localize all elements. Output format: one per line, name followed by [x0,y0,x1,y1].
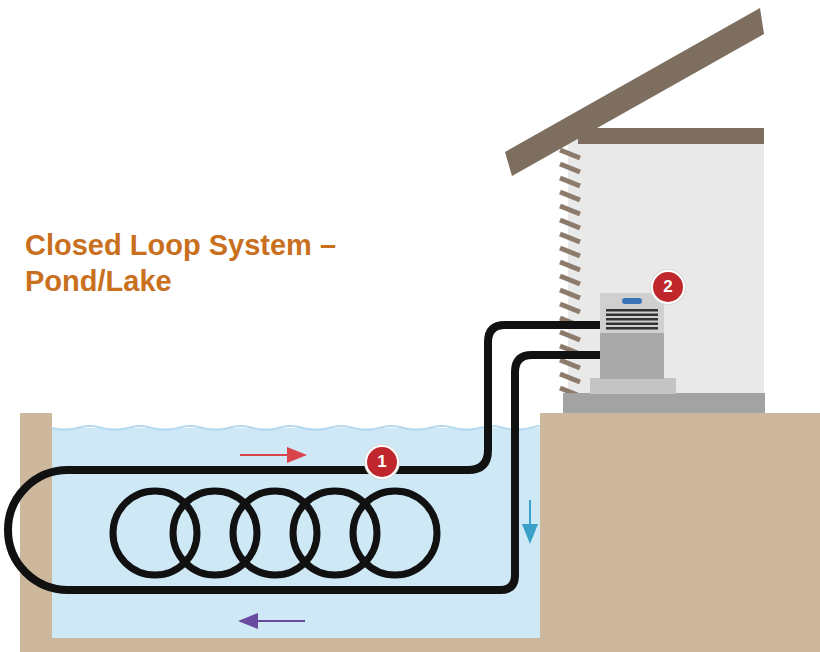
siding-board [560,178,580,186]
vent-slat [606,327,658,330]
pond-bank [20,413,52,652]
roof [505,8,764,176]
flow-arrow [529,500,531,542]
diagram-title: Closed Loop System – Pond/Lake [25,227,395,299]
heat-pump-badge [622,298,642,304]
siding-board [560,262,580,270]
pipe-coils [113,491,437,575]
siding-board [560,276,580,284]
heat-pump-panel [600,293,664,333]
callout-number: 1 [365,445,399,479]
siding-board [560,360,580,368]
vent-slat [606,309,658,312]
pond-bottom [20,638,560,652]
house-siding [560,150,580,396]
siding-board [560,248,580,256]
siding-board [560,304,580,312]
foundation-slab [563,393,765,415]
siding-board [560,192,580,200]
siding-board [560,290,580,298]
siding-board [560,220,580,228]
siding-board [560,206,580,214]
loop-pipe [8,325,600,590]
heat-pump-vents [606,309,658,330]
siding-board [560,164,580,172]
callout-number: 2 [651,270,685,304]
siding-board [560,332,580,340]
flow-arrow [240,620,305,622]
ground [540,413,820,652]
vent-slat [606,318,658,321]
vent-slat [606,323,658,326]
flow-arrow [240,454,305,456]
vent-slat [606,314,658,317]
pond-water [52,428,540,638]
water-surface [52,426,540,430]
pipe-coil [353,491,437,575]
heat-pump [600,293,664,379]
siding-board [560,234,580,242]
siding-board [560,374,580,382]
heat-pump-base [590,378,676,394]
roof-soffit [578,128,764,144]
siding-board [560,150,580,158]
